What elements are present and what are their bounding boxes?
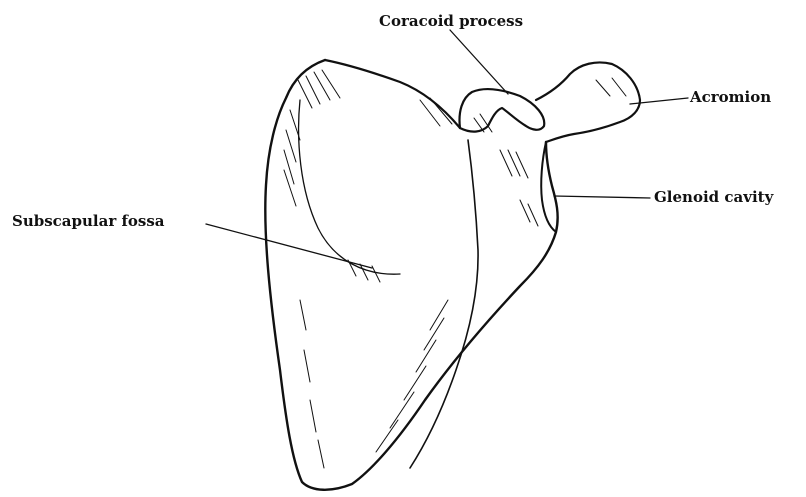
leader-subscapular: [206, 224, 372, 268]
leader-acromion: [630, 98, 688, 104]
superior-border: [325, 60, 460, 128]
glenoid-cavity-shape: [541, 142, 556, 232]
label-glenoid-cavity: Glenoid cavity: [654, 190, 773, 205]
fossa-contour: [299, 100, 400, 274]
leader-coracoid: [450, 30, 508, 94]
label-coracoid-process: Coracoid process: [379, 14, 523, 29]
acromion-shape: [536, 62, 640, 142]
shading-hatching: [284, 70, 626, 468]
label-subscapular-fossa: Subscapular fossa: [12, 214, 165, 229]
lateral-ridge: [410, 140, 478, 468]
coracoid-process-shape: [460, 89, 545, 132]
leader-glenoid: [554, 196, 650, 198]
scapula-outline: [265, 60, 557, 490]
label-acromion: Acromion: [690, 90, 771, 105]
